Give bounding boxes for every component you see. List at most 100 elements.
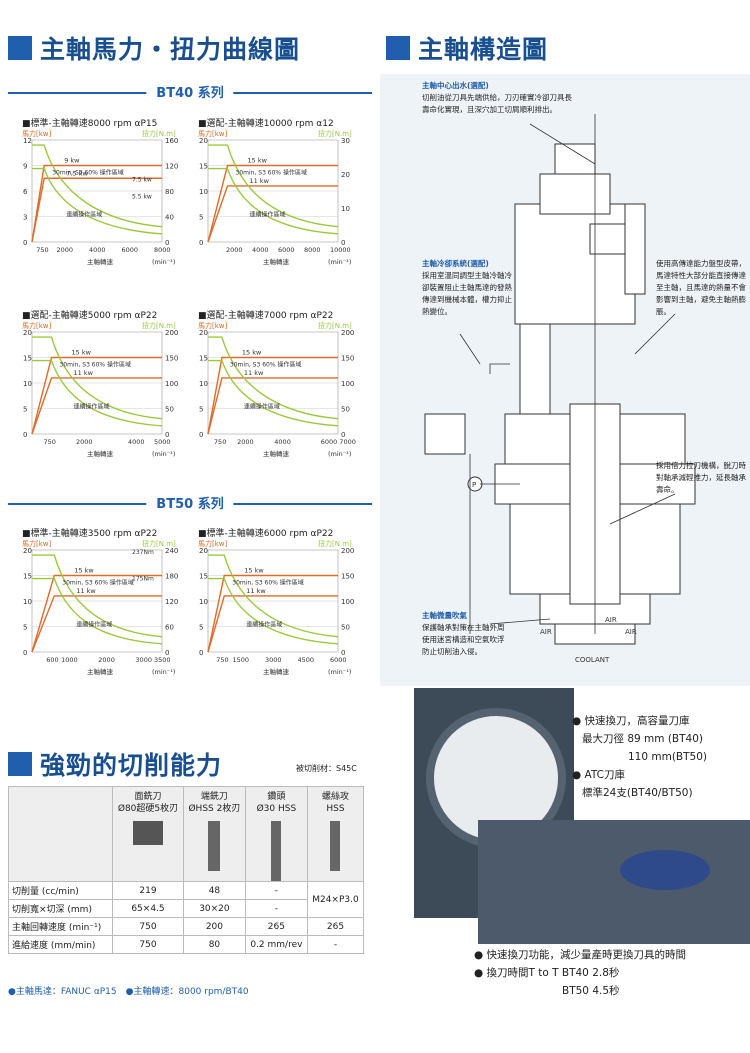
- x-tick-label: 4000: [274, 438, 291, 446]
- axis-label-power: 馬力[kw]: [22, 540, 52, 548]
- power-curve-cont: [31, 177, 162, 243]
- chart-title: ■選配-主軸轉速5000 rpm αP22: [22, 311, 158, 321]
- title-square-icon: [386, 36, 410, 60]
- x-tick-label: 750: [214, 438, 226, 446]
- callout-text: 保護軸承對策在主軸外周使用迷宮構造和空氣吹浮防止切削油入侵。: [422, 623, 505, 656]
- torque-tick-label: 0: [165, 239, 169, 247]
- axis-label-torque: 扭力[N.m]: [318, 130, 352, 138]
- cont-area-label: 連續操作區域: [74, 403, 110, 411]
- torque-curve-cont: [208, 167, 339, 235]
- power-curve-s3: [207, 164, 338, 243]
- x-tick-label: 6000: [330, 656, 347, 664]
- cooling-fan: [424, 413, 466, 455]
- x-tick-label: 6000: [278, 246, 295, 254]
- x-tick-label: 5000: [154, 438, 171, 446]
- spindle-motor: [514, 203, 636, 325]
- torque-value-label: 175Nm: [132, 576, 154, 583]
- title-power-torque: 主軸馬力・扭力曲線圖: [8, 30, 300, 66]
- x-axis-title: 主軸轉速: [263, 449, 290, 458]
- atc-bullets-bottom: ● 快速換刀功能，減少量產時更換刀具的時間 ● 換刀時間T to T BT40 …: [474, 946, 750, 1000]
- torque-curve-s3: [208, 554, 339, 638]
- power-curve-cont: [31, 377, 162, 435]
- torque-tick-label: 80: [165, 188, 174, 196]
- axis-label-torque: 扭力[N.m]: [318, 540, 352, 548]
- torque-tick-label: 0: [165, 649, 169, 657]
- torque-tick-label: 50: [341, 406, 350, 414]
- title-spindle-structure-text: 主軸構造圖: [418, 35, 549, 64]
- s3-area-label: 30min, S3 60% 操作區域: [230, 361, 302, 369]
- torque-tick-label: 0: [341, 239, 345, 247]
- axis-label-power: 馬力[kw]: [198, 130, 228, 138]
- title-power-torque-text: 主軸馬力・扭力曲線圖: [40, 35, 301, 64]
- table-footer: ●主軸馬達：FANUC αP15 ●主軸轉速：8000 rpm/BT40: [8, 987, 249, 997]
- x-tick-label: 2000: [226, 246, 243, 254]
- power-label-1: 15 kw: [72, 349, 92, 357]
- s3-area-label: 30min, S3 60% 操作區域: [60, 361, 132, 369]
- torque-tick-label: 0: [341, 649, 345, 657]
- x-tick-label: 3500: [154, 656, 171, 664]
- callout-drawbar: 採用倍力拉刀機構，脫刀時對軸承減輕推力，延長軸承壽命。: [656, 460, 746, 496]
- tap-spec: M24×P3.0: [306, 881, 365, 918]
- cont-area-label: 連續操作區域: [76, 621, 112, 629]
- cutting-table: 面銑刀 Ø80超硬5枚刃 端銑刀 ØHSS 2枚刃 鑽頭 Ø30 HSS 螺絲攻…: [8, 786, 365, 954]
- x-tick-label: 1000: [61, 656, 78, 664]
- x-tick-label: 3000: [265, 656, 282, 664]
- torque-curve-s3: [208, 336, 339, 420]
- power-curve-cont: [207, 185, 338, 243]
- tool-tap: 螺絲攻 HSS: [306, 786, 365, 882]
- y-tick-label: 20: [199, 137, 208, 145]
- bullet-atc: ● ATC刀庫: [572, 769, 625, 781]
- torque-tick-label: 0: [165, 431, 169, 439]
- torque-tick-label: 20: [341, 171, 350, 179]
- table-row: 主軸回轉速度 (min⁻¹) 750 200 265 265: [8, 917, 365, 936]
- title-cutting-text: 強勁的切削能力: [40, 751, 223, 780]
- table-row: 切削量 (cc/min) 219 48 - M24×P3.0: [8, 881, 365, 918]
- axis-label-torque: 扭力[N.m]: [142, 130, 176, 138]
- torque-tick-label: 120: [165, 598, 178, 606]
- axis-label-torque: 扭力[N.m]: [318, 322, 352, 330]
- x-tick-label: 6000: [122, 246, 139, 254]
- tool-drill: 鑽頭 Ø30 HSS: [244, 786, 308, 882]
- y-tick-label: 0: [23, 239, 27, 247]
- series-bt50: BT50 系列: [8, 493, 372, 513]
- bullet-t-to-t-bt50: BT50 4.5秒: [562, 985, 620, 997]
- x-axis-unit: (min⁻¹): [152, 450, 175, 458]
- x-tick-label: 6000 7000: [321, 438, 356, 446]
- y-tick-label: 20: [23, 547, 32, 555]
- tool-end-mill: 端銑刀 ØHSS 2枚刃: [182, 786, 246, 882]
- y-tick-label: 9: [23, 163, 27, 171]
- power-label-2: 11 kw: [250, 177, 270, 185]
- torque-curve-cont: [208, 359, 339, 427]
- x-axis-unit: (min⁻¹): [328, 450, 351, 458]
- y-tick-label: 10: [23, 380, 32, 388]
- air-label: AIR: [605, 616, 617, 624]
- chart-title: ■標準-主軸轉速3500 rpm αP22: [22, 529, 158, 539]
- power-label-1: 9 kw: [64, 157, 80, 165]
- y-tick-label: 0: [199, 649, 203, 657]
- torque-tick-label: 180: [165, 573, 178, 581]
- torque-curve-s3: [32, 554, 163, 638]
- x-tick-label: 2000: [76, 438, 93, 446]
- s3-area-label: 30min, S3 60% 操作區域: [62, 579, 134, 587]
- bullet-max-dia-bt40: 最大刀徑 89 mm (BT40): [582, 733, 704, 745]
- y-tick-label: 3: [23, 214, 27, 222]
- torque-tick-label: 200: [341, 547, 354, 555]
- title-square-icon: [8, 752, 32, 776]
- y-tick-label: 20: [23, 329, 32, 337]
- bullet-reduce-time: ● 快速換刀功能，減少量產時更換刀具的時間: [474, 949, 686, 961]
- series-bt40-label: BT40 系列: [146, 82, 234, 101]
- torque-tick-label: 150: [341, 573, 354, 581]
- coolant-label: COOLANT: [575, 656, 610, 664]
- series-bt40: BT40 系列: [8, 82, 372, 102]
- torque-tick-label: 0: [341, 431, 345, 439]
- power-label-2: 11 kw: [246, 587, 266, 595]
- table-row: 進給速度 (mm/min) 750 80 0.2 mm/rev -: [8, 935, 365, 954]
- y-tick-label: 0: [23, 431, 27, 439]
